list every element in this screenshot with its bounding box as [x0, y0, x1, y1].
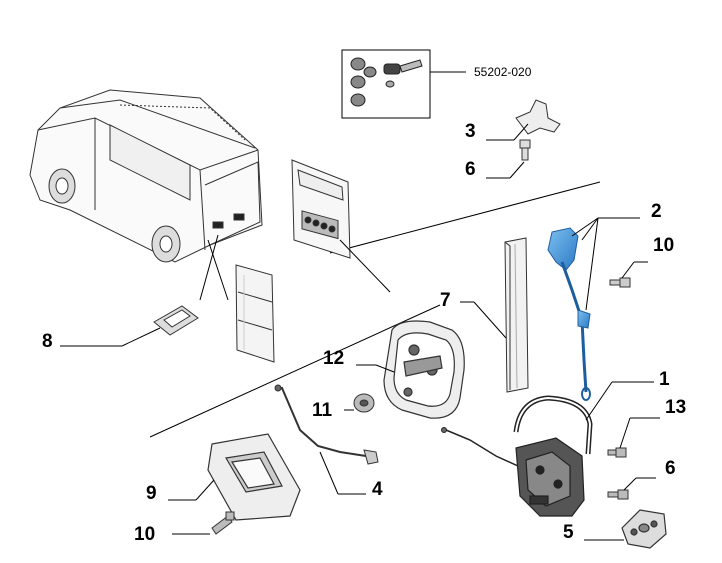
- van-illustration: [29, 89, 263, 263]
- bolt-lower: [607, 489, 629, 500]
- cable-part: [274, 384, 379, 465]
- callout-11: 11: [312, 400, 333, 421]
- callout-7: 7: [440, 290, 451, 311]
- van-leader-1: [199, 234, 219, 301]
- bolt-upper: [519, 139, 531, 161]
- door-channel: [504, 237, 529, 393]
- divider-line-upper: [329, 181, 601, 254]
- striker-plate: [621, 509, 667, 549]
- bolt-upper-leader-diag: [509, 161, 525, 179]
- door-leader: [339, 239, 391, 293]
- callout-9: 9: [146, 483, 157, 504]
- callout-2: 2: [651, 201, 662, 222]
- bolt-lower-leader-b: [623, 477, 637, 491]
- screw-upper-leader-diag: [621, 261, 635, 279]
- screw-13-leader-b: [619, 417, 631, 449]
- latch-rod: [441, 395, 593, 467]
- rod-leader-b: [571, 217, 599, 237]
- outer-handle: [207, 433, 301, 521]
- callout-5: 5: [563, 522, 574, 543]
- lock-mechanism: [515, 437, 585, 517]
- rod-assembly: [547, 227, 591, 401]
- handle-leader-diag: [195, 479, 215, 501]
- plate-leader-b: [121, 327, 161, 347]
- callout-6-lower: 6: [665, 458, 676, 479]
- screw-upper: [609, 277, 631, 288]
- part-code-label: 55202-020: [474, 65, 532, 79]
- callout-10-lower: 10: [134, 524, 156, 545]
- van-leader-2: [207, 239, 229, 301]
- inner-panel: [235, 264, 275, 363]
- divider-line-lower: [149, 304, 441, 438]
- callout-3: 3: [465, 121, 476, 142]
- callout-13: 13: [665, 397, 687, 418]
- key-cylinder-set: [341, 49, 431, 119]
- callout-10-upper: 10: [653, 235, 675, 256]
- callout-12: 12: [323, 348, 345, 369]
- handle-housing: [383, 320, 465, 419]
- rear-door-panel: [291, 159, 351, 259]
- cable-leader-diag: [319, 451, 339, 495]
- rod-leader-c: [585, 217, 599, 311]
- callout-6-upper: 6: [465, 159, 476, 180]
- bracket-leader-diag: [513, 123, 529, 141]
- screw-lower: [211, 511, 235, 535]
- bracket-part: [515, 99, 561, 135]
- rod-leader-d: [581, 217, 599, 241]
- lock-leader-b: [585, 381, 613, 421]
- nut-part: [353, 393, 375, 413]
- callout-4: 4: [372, 479, 383, 500]
- label-plate: [153, 305, 199, 336]
- housing-leader-diag: [375, 364, 395, 373]
- screw-13: [607, 447, 627, 458]
- callout-1: 1: [659, 369, 670, 390]
- callout-8: 8: [42, 331, 53, 352]
- channel-leader-diag: [473, 301, 507, 339]
